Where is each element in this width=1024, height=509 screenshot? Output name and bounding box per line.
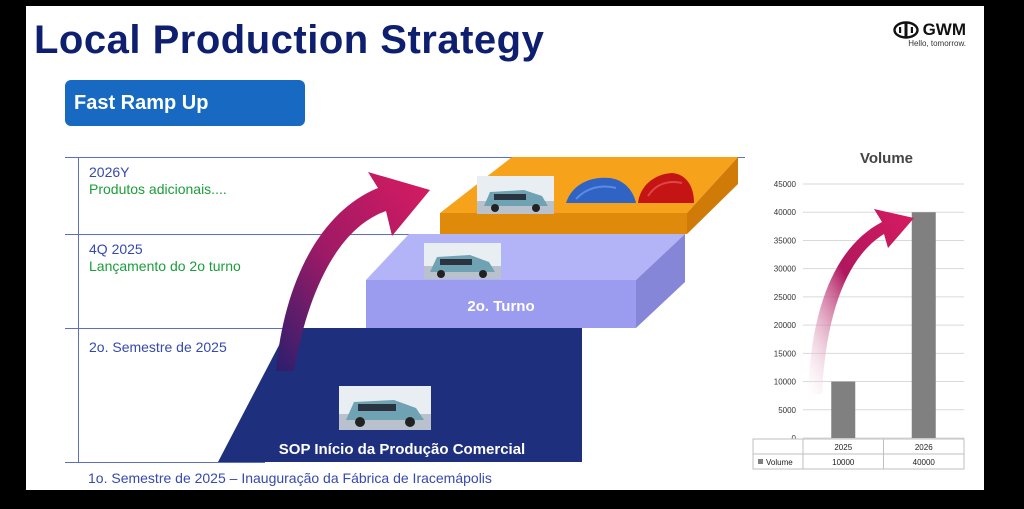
logo-tagline: Hello, tomorrow.: [908, 39, 966, 48]
y-tick-label: 15000: [774, 349, 797, 358]
stage-period: 2o. Semestre de 2025: [89, 339, 227, 355]
car-image-bottom: [339, 386, 431, 430]
y-tick-label: 5000: [778, 406, 796, 415]
chart-growth-arrow-icon: [808, 209, 914, 394]
bottom-timeline-label: 1o. Semestre de 2025 – Inauguração da Fá…: [88, 470, 492, 486]
stage-2026: 2026Y Produtos adicionais....: [89, 164, 227, 198]
y-tick-label: 10000: [774, 378, 797, 387]
fast-ramp-label: Fast Ramp Up: [74, 91, 209, 114]
y-tick-label: 20000: [774, 321, 797, 330]
staircase-diagram: 2o. Turno SOP Início da Produção Comerci…: [218, 150, 965, 470]
step-middle-side: [636, 234, 685, 328]
stage-period: 2026Y: [89, 164, 130, 180]
stage-4q2025: 4Q 2025 Lançamento do 2o turno: [89, 241, 241, 275]
car-image-middle: [424, 243, 501, 279]
chart-title: Volume: [860, 150, 913, 167]
step-middle-top: [366, 234, 685, 280]
stage-desc: Lançamento do 2o turno: [89, 258, 241, 274]
car-cover-red-icon: [638, 173, 694, 203]
legend-swatch: [758, 459, 763, 464]
legend-entry: Volume: [766, 458, 793, 467]
data-label: 40000: [913, 458, 936, 467]
x-tick-label: 2025: [834, 443, 852, 452]
step-middle-label: 2o. Turno: [467, 298, 534, 315]
timeline-line-3: [65, 328, 395, 329]
bar: [911, 212, 936, 438]
y-tick-label: 40000: [774, 208, 797, 217]
timeline-line-4: [65, 462, 265, 463]
step-middle: [366, 280, 636, 328]
stage-2s2025: 2o. Semestre de 2025: [89, 339, 227, 356]
data-label: 10000: [832, 458, 855, 467]
fast-ramp-banner: Fast Ramp Up: [65, 80, 305, 126]
stage-desc: Produtos adicionais....: [89, 181, 227, 197]
slide-title: Local Production Strategy: [34, 18, 545, 62]
x-tick-label: 2026: [915, 443, 933, 452]
growth-arrow-icon: [276, 172, 430, 371]
step-bottom-label: SOP Início da Produção Comercial: [279, 441, 525, 458]
car-cover-blue-icon: [566, 177, 636, 203]
y-tick-label: 45000: [774, 180, 797, 189]
gwm-logo: GWM Hello, tomorrow.: [892, 20, 966, 48]
stage-period: 4Q 2025: [89, 241, 143, 257]
y-tick-label: 25000: [774, 293, 797, 302]
timeline-vertical: [78, 157, 79, 462]
gwm-logo-icon: [892, 21, 919, 39]
timeline-line-1: [65, 157, 745, 158]
y-tick-label: 35000: [774, 236, 797, 245]
volume-chart: Volume0500010000150002000025000300003500…: [752, 150, 965, 470]
y-tick-label: 30000: [774, 265, 797, 274]
step-top-front: [440, 213, 687, 234]
step-top-side: [687, 157, 738, 234]
timeline-line-2: [65, 234, 685, 235]
logo-name: GWM: [922, 20, 966, 39]
bar: [831, 381, 856, 438]
car-image-top: [477, 176, 554, 214]
slide: Local Production Strategy GWM Hello, tom…: [26, 6, 984, 490]
